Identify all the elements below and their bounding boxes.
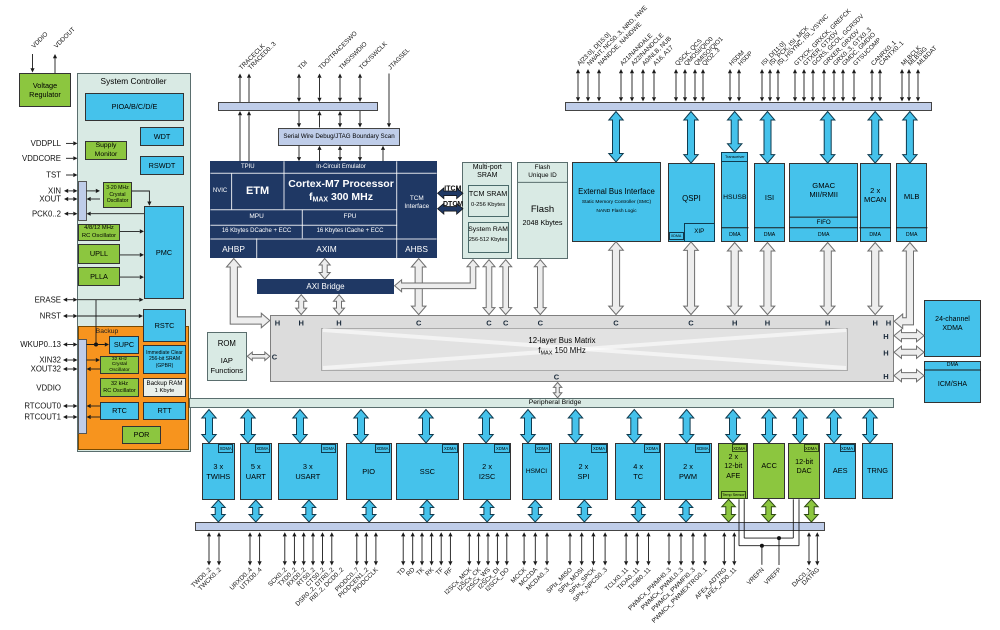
svg-text:CANTX0..1: CANTX0..1 [878, 40, 906, 68]
svg-text:TXD0..2: TXD0..2 [277, 566, 299, 588]
svg-text:XOUT32: XOUT32 [31, 365, 61, 374]
svg-text:DSR0..2, DTR0..2: DSR0..2, DTR0..2 [294, 566, 336, 608]
svg-text:TRACED0..3: TRACED0..3 [247, 40, 278, 71]
svg-text:GRXER, GRXDV: GRXER, GRXDV [822, 28, 862, 68]
svg-text:TWD0..2: TWD0..2 [190, 566, 213, 589]
svg-text:HSDM: HSDM [728, 49, 746, 67]
svg-text:RF: RF [443, 566, 454, 577]
svg-text:NRST: NRST [40, 312, 61, 321]
svg-text:RD: RD [405, 566, 417, 578]
svg-text:AFEx_ADTRG: AFEx_ADTRG [694, 566, 728, 600]
svg-text:I2SCx_MCK: I2SCx_MCK [443, 566, 473, 596]
svg-text:PWMCx_PWMFI0..3: PWMCx_PWMFI0..3 [650, 566, 697, 613]
svg-text:QMISO/QIO1: QMISO/QIO1 [693, 35, 725, 67]
svg-text:TWCK0..2: TWCK0..2 [197, 566, 223, 592]
svg-text:QMOSI/QIO0: QMOSI/QIO0 [683, 35, 715, 67]
svg-text:VDDIO: VDDIO [30, 31, 49, 50]
svg-text:RTCOUT0: RTCOUT0 [24, 402, 61, 411]
svg-text:URXD0..4: URXD0..4 [229, 566, 255, 592]
svg-text:PWMCx_PWML0..3: PWMCx_PWML0..3 [640, 566, 685, 611]
svg-text:SPIx_SPCK: SPIx_SPCK [568, 566, 598, 596]
svg-text:CTS0..2: CTS0..2 [305, 566, 327, 588]
svg-text:PIODCEN1..2: PIODCEN1..2 [337, 566, 370, 599]
svg-text:VDDOUT: VDDOUT [53, 26, 77, 50]
svg-text:SCK0..2: SCK0..2 [267, 566, 289, 588]
svg-text:HSDP: HSDP [737, 50, 754, 67]
svg-text:TST: TST [46, 171, 61, 180]
svg-text:VREFP: VREFP [763, 566, 783, 586]
svg-text:TDO/TRACESWO: TDO/TRACESWO [317, 30, 358, 71]
svg-text:VDDIO: VDDIO [36, 384, 61, 393]
svg-text:GTXCK, GRXCK, GREFCK: GTXCK, GRXCK, GREFCK [793, 7, 853, 67]
svg-text:MCCK: MCCK [510, 566, 529, 585]
svg-text:GTXER, GTXDV: GTXER, GTXDV [802, 29, 841, 68]
svg-text:TDI: TDI [297, 59, 309, 71]
svg-text:RI0..2, DCD0..2: RI0..2, DCD0..2 [308, 566, 345, 603]
svg-text:PWMCx_PWMH0..3: PWMCx_PWMH0..3 [627, 566, 673, 612]
svg-text:ERASE: ERASE [35, 295, 61, 304]
svg-text:NANDOE, NANDWE: NANDOE, NANDWE [597, 21, 643, 67]
svg-text:PWMCx_PWMEXTRG0..1: PWMCx_PWMEXTRG0..1 [651, 566, 709, 624]
svg-text:TIOA0..11: TIOA0..11 [616, 566, 642, 592]
svg-text:I2SCx_WS: I2SCx_WS [465, 566, 492, 593]
svg-text:I2SCx_CK: I2SCx_CK [456, 566, 483, 593]
svg-text:A0/NLB, NUB: A0/NLB, NUB [641, 35, 673, 67]
svg-text:A16, A17: A16, A17 [652, 44, 675, 67]
svg-text:JTAGSEL: JTAGSEL [387, 47, 412, 72]
svg-text:RTS0..2: RTS0..2 [295, 566, 317, 588]
svg-text:TIOB0..11: TIOB0..11 [627, 566, 653, 592]
svg-text:DATRG: DATRG [801, 566, 821, 586]
svg-text:A[23:0], D[15:0]: A[23:0], D[15:0] [576, 31, 612, 67]
svg-text:UTXD0..4: UTXD0..4 [239, 566, 264, 591]
svg-text:MCCDA: MCCDA [518, 566, 540, 588]
svg-text:I2SCx_DO: I2SCx_DO [484, 566, 511, 593]
svg-text:MLBSIG: MLBSIG [907, 46, 929, 68]
svg-text:I2SCx_DI: I2SCx_DI [477, 566, 501, 590]
svg-text:ISI_D[11:0]: ISI_D[11:0] [760, 40, 787, 67]
svg-text:ISI_HSYNC, ISI_VSYNC: ISI_HSYNC, ISI_VSYNC [776, 13, 831, 68]
svg-text:PIODCCLK: PIODCCLK [352, 566, 381, 595]
svg-text:TK: TK [415, 566, 426, 577]
svg-text:TMS/SWDIO: TMS/SWDIO [338, 41, 369, 72]
svg-text:VREFN: VREFN [746, 566, 766, 586]
svg-text:A22/NANDCLE: A22/NANDCLE [630, 32, 665, 67]
svg-text:AFEx_AD0..11: AFEx_AD0..11 [704, 566, 739, 601]
svg-text:TF: TF [435, 566, 446, 577]
svg-text:MLBDAT: MLBDAT [916, 45, 939, 68]
svg-text:A21/NANDALE: A21/NANDALE [619, 32, 654, 67]
svg-text:PCK0..2: PCK0..2 [32, 209, 61, 218]
svg-text:SPIx_MOSI: SPIx_MOSI [557, 566, 586, 595]
svg-text:GRX0..3, GTX0..3: GRX0..3, GTX0..3 [832, 26, 873, 67]
svg-text:DAC0..1: DAC0..1 [791, 566, 813, 588]
svg-text:MCDA0..3: MCDA0..3 [525, 566, 551, 592]
svg-text:MLBCLK: MLBCLK [900, 44, 923, 67]
svg-text:TCK/SWCLK: TCK/SWCLK [358, 40, 389, 71]
svg-text:PIODC0..7: PIODC0..7 [334, 566, 361, 593]
svg-text:GCRS, GCOL, GCRSDV: GCRS, GCOL, GCRSDV [811, 12, 866, 67]
svg-text:TRACECLK: TRACECLK [238, 42, 267, 71]
svg-text:RTCOUT1: RTCOUT1 [24, 413, 61, 422]
svg-text:TCLK0..11: TCLK0..11 [604, 566, 631, 593]
svg-text:WKUP0..13: WKUP0..13 [20, 340, 61, 349]
svg-text:SPIx_MISO: SPIx_MISO [545, 566, 574, 595]
svg-text:CANRX0..1: CANRX0..1 [870, 39, 898, 67]
svg-text:RK: RK [424, 566, 436, 578]
svg-text:QSCK, QCS: QSCK, QCS [674, 38, 704, 68]
svg-text:NWAIT, NCS0..3, NRD, NWE: NWAIT, NCS0..3, NRD, NWE [586, 4, 649, 67]
svg-text:GTSUCOMP: GTSUCOMP [852, 37, 883, 68]
svg-text:RXD0..2: RXD0..2 [286, 566, 308, 588]
svg-text:TD: TD [396, 566, 407, 577]
svg-text:XIN32: XIN32 [39, 356, 61, 365]
svg-text:QIO2..3: QIO2..3 [701, 47, 722, 68]
svg-text:GMDC, GMDIO: GMDC, GMDIO [841, 31, 877, 67]
svg-text:ISI_PCK, ISI_MCK: ISI_PCK, ISI_MCK [768, 25, 811, 68]
svg-text:SPIx_NPCS0..3: SPIx_NPCS0..3 [572, 566, 609, 603]
